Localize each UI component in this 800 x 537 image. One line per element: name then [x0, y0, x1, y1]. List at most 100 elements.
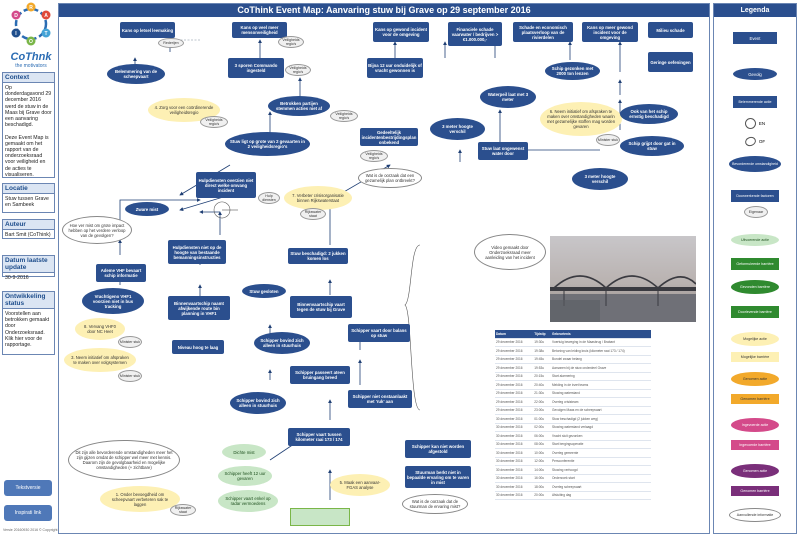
question-q3[interactable]: Dit zijn alle bevorderende omstandighede… [68, 440, 180, 480]
node-n33[interactable]: Schipper vaart door balans op stuw [348, 324, 410, 342]
legend-g-actie: Uitvoerende actie [731, 234, 779, 246]
timeline-cell-time: 20:00u [533, 491, 552, 500]
inspirati-link-button[interactable]: Inspirati link [4, 505, 52, 521]
action-a8[interactable]: 8. Vervang VHF0 door NC Heet [75, 318, 125, 340]
node-n21[interactable]: 3 meter hoogte verschil [572, 168, 628, 190]
footer: Versie 20160930 2016 © Copyright CoThink… [3, 528, 85, 532]
action-a3[interactable]: 3. Neem initiatief om afspraken te maken… [64, 348, 136, 372]
node-n4[interactable]: Financiele schade vaarwater / bedrijven … [448, 22, 502, 46]
question-q4-oorzaak[interactable]: Wat is de oorzaak dat de stuurman de erv… [402, 494, 468, 514]
timeline-cell-time: 10:00u [533, 448, 552, 458]
node-n12[interactable]: Schip gezonken met 2000 ton lenzen [545, 62, 600, 80]
datum-title: Datum laatste update [3, 256, 54, 273]
action-a6[interactable]: 6. Neem initiatief om afspraken te maken… [540, 102, 622, 136]
legend-v-actie: Genomen actie [731, 464, 779, 478]
node-n7[interactable]: Milieu schade [648, 22, 693, 38]
node-n24[interactable]: Hulpdiensten niet op de hoogte van besta… [168, 240, 226, 264]
legend-o-barriere: Genomen barrière [731, 394, 779, 404]
node-n38[interactable]: Schipper kan niet worden afgestold [405, 440, 471, 458]
badge-b5: Veiligheids regio's [330, 110, 358, 122]
node-n10[interactable]: Bijna 12 uur onduidelijk of vracht gewon… [367, 58, 423, 78]
legend-d-actie: Gevonden barrière [731, 280, 779, 294]
timeline-cell-time: 02:00u [533, 423, 552, 432]
timeline-cell-event: Betoning van leiding kruis (kilometer ra… [551, 346, 651, 356]
timeline-cell-event: Stuwing waterstand [551, 389, 651, 398]
node-n34[interactable]: Schipper passeert ateen bruingang breed [290, 366, 350, 384]
timeline-cell-time: 22:00u [533, 397, 552, 407]
node-n32[interactable]: Schipper bovind zich alleen in stuurhuis [254, 332, 310, 354]
node-n28[interactable]: Vrachtigeno VHF1 voorzien niet in bus tr… [82, 288, 144, 314]
empty-green-box[interactable] [290, 508, 350, 526]
timeline-cell-time: 19:38u [533, 346, 552, 356]
node-n25[interactable]: Stuw beschadigd: 2 jukken komen los [288, 248, 348, 264]
legend-y-barriere: Mogelijke barrière [731, 352, 779, 362]
node-n6[interactable]: Kans op meer gewond incident voor de omg… [582, 22, 638, 42]
node-n11[interactable]: Waterpeil laat met 3 meter [480, 86, 536, 108]
node-n1[interactable]: Kans op letsel leemaking [120, 22, 175, 38]
of-slash-icon [743, 134, 758, 148]
timeline-cell-event: Melding in de inzet teams [551, 380, 651, 390]
locatie-panel: Locatie Stuw tussen Grave en Sambeek [2, 183, 55, 213]
node-n37[interactable]: Schipper vaart tussen kilometer raai 173… [288, 428, 350, 446]
timeline-cell-date: 30 december 2016 [495, 482, 534, 492]
node-n5[interactable]: Schade en economisch plaatsverloop van d… [513, 22, 573, 42]
legend-o-actie: Genomen actie [731, 372, 779, 386]
badge-b4: Veiligheids regio's [200, 116, 228, 128]
locatie-text: Stuw tussen Grave en Sambeek [5, 196, 49, 209]
node-n15[interactable]: Ook van het schip ernstig beschadigd [620, 104, 678, 124]
timeline-cell-event: Onderzoek start [551, 474, 651, 483]
question-q2[interactable]: Wat is de oorzaak dat een gezamelijk pla… [358, 168, 422, 188]
green-g3[interactable]: Schipper vaart enkel op radar vermoedens [218, 490, 278, 512]
node-n30[interactable]: Binnenvaartschip vaart tegen de stuw bij… [290, 296, 352, 318]
auteur-title: Auteur [3, 220, 54, 230]
action-a7[interactable]: 7. Verbeter crisisorganisatie binnen Rij… [284, 186, 352, 210]
timeline-cell-date: 29 december 2016 [495, 363, 534, 373]
video-thumbnail[interactable] [550, 236, 696, 322]
timeline-cell-time: 01:00u [533, 414, 552, 424]
action-a5[interactable]: 5. Maak een aanvaar- FGAS analyse [330, 474, 390, 496]
node-n39[interactable]: Stuurman berkt niet in bepaalde ervaring… [405, 466, 471, 488]
timeline-cell-event: Aanvaren bij de stuw onderdeel Grave [551, 363, 651, 373]
timeline-cell-date: 29 december 2016 [495, 380, 534, 390]
node-n27[interactable]: Stuw gesloten [242, 284, 286, 298]
node-n20[interactable]: Stuw laat ongewenst water door [478, 142, 528, 160]
legend-voorwaardelijke: Bevorderende omstandigheid [729, 156, 781, 172]
node-n31[interactable]: Niveau hoog te laag [172, 340, 224, 354]
green-g2[interactable]: Schipper heeft 12 uur gevaren [218, 466, 272, 486]
legend-d-barriere: Doorlevende barrière [731, 306, 779, 318]
timeline-cell-event: Stuwing verhoogd [551, 465, 651, 475]
node-n8[interactable]: Belemmering van de scheepvaart [107, 64, 165, 84]
node-n22[interactable]: Hulpdiensten overzien niet direct welke … [196, 172, 256, 198]
node-n14[interactable]: Betrokken partijen stemmen acties niet a… [268, 96, 330, 116]
node-n3[interactable]: Kans op gewond incident voor de omgeving [373, 22, 429, 42]
status-text[interactable]: Voorstellen aan betrokken gemaakt door O… [5, 311, 50, 349]
node-n18[interactable]: Gedeeltelijk incidentenbestrijdingsplan … [360, 128, 418, 146]
logo-tagline: the motivators [15, 63, 47, 69]
action-a1[interactable]: 1. Onder bevoegdheid om scheepvaart verb… [100, 486, 180, 512]
node-n17[interactable]: Stuw ligt op grote van 2 gevaarten in 2 … [225, 132, 310, 156]
node-n36[interactable]: Schipper niet onstaanlaakt met 'ruk' aan [348, 390, 412, 408]
legend-en: EN [735, 116, 775, 130]
node-n16[interactable]: Schip grijpt door gat in stuw [620, 136, 684, 156]
node-n35[interactable]: Schipper bovind zich alleen in stuurhuis [230, 392, 286, 414]
node-n2[interactable]: Kans op veel meer mensonveiligheid [232, 22, 287, 38]
legend-of: OF [735, 134, 775, 148]
node-n19[interactable]: 3 meter hoogte verschil [430, 118, 485, 140]
node-n29[interactable]: Binnenvaartschip naamt afwijkende route … [168, 296, 230, 320]
timeline-cell-time: 16:00u [533, 474, 552, 483]
node-n9[interactable]: 3 sporen Commando ingesteld [228, 58, 284, 78]
timeline-cell-event: Persconferentie [551, 457, 651, 466]
timeline-header-date: Datum [495, 330, 534, 339]
timeline-table: Datum Tijdstip Gebeurtenis 29 december 2… [495, 330, 651, 500]
tekstversie-button[interactable]: Tekstversie [4, 480, 52, 496]
node-n13[interactable]: Geringe oefeningen [648, 52, 693, 72]
green-g1[interactable]: Dichte mist [222, 444, 266, 460]
node-n26[interactable]: Ademe VHF bevaart schip informatie [96, 264, 146, 282]
node-n23[interactable]: Zware mist [125, 202, 169, 216]
question-q1[interactable]: Hoe ver mist om grote impact hebben op h… [62, 216, 132, 244]
